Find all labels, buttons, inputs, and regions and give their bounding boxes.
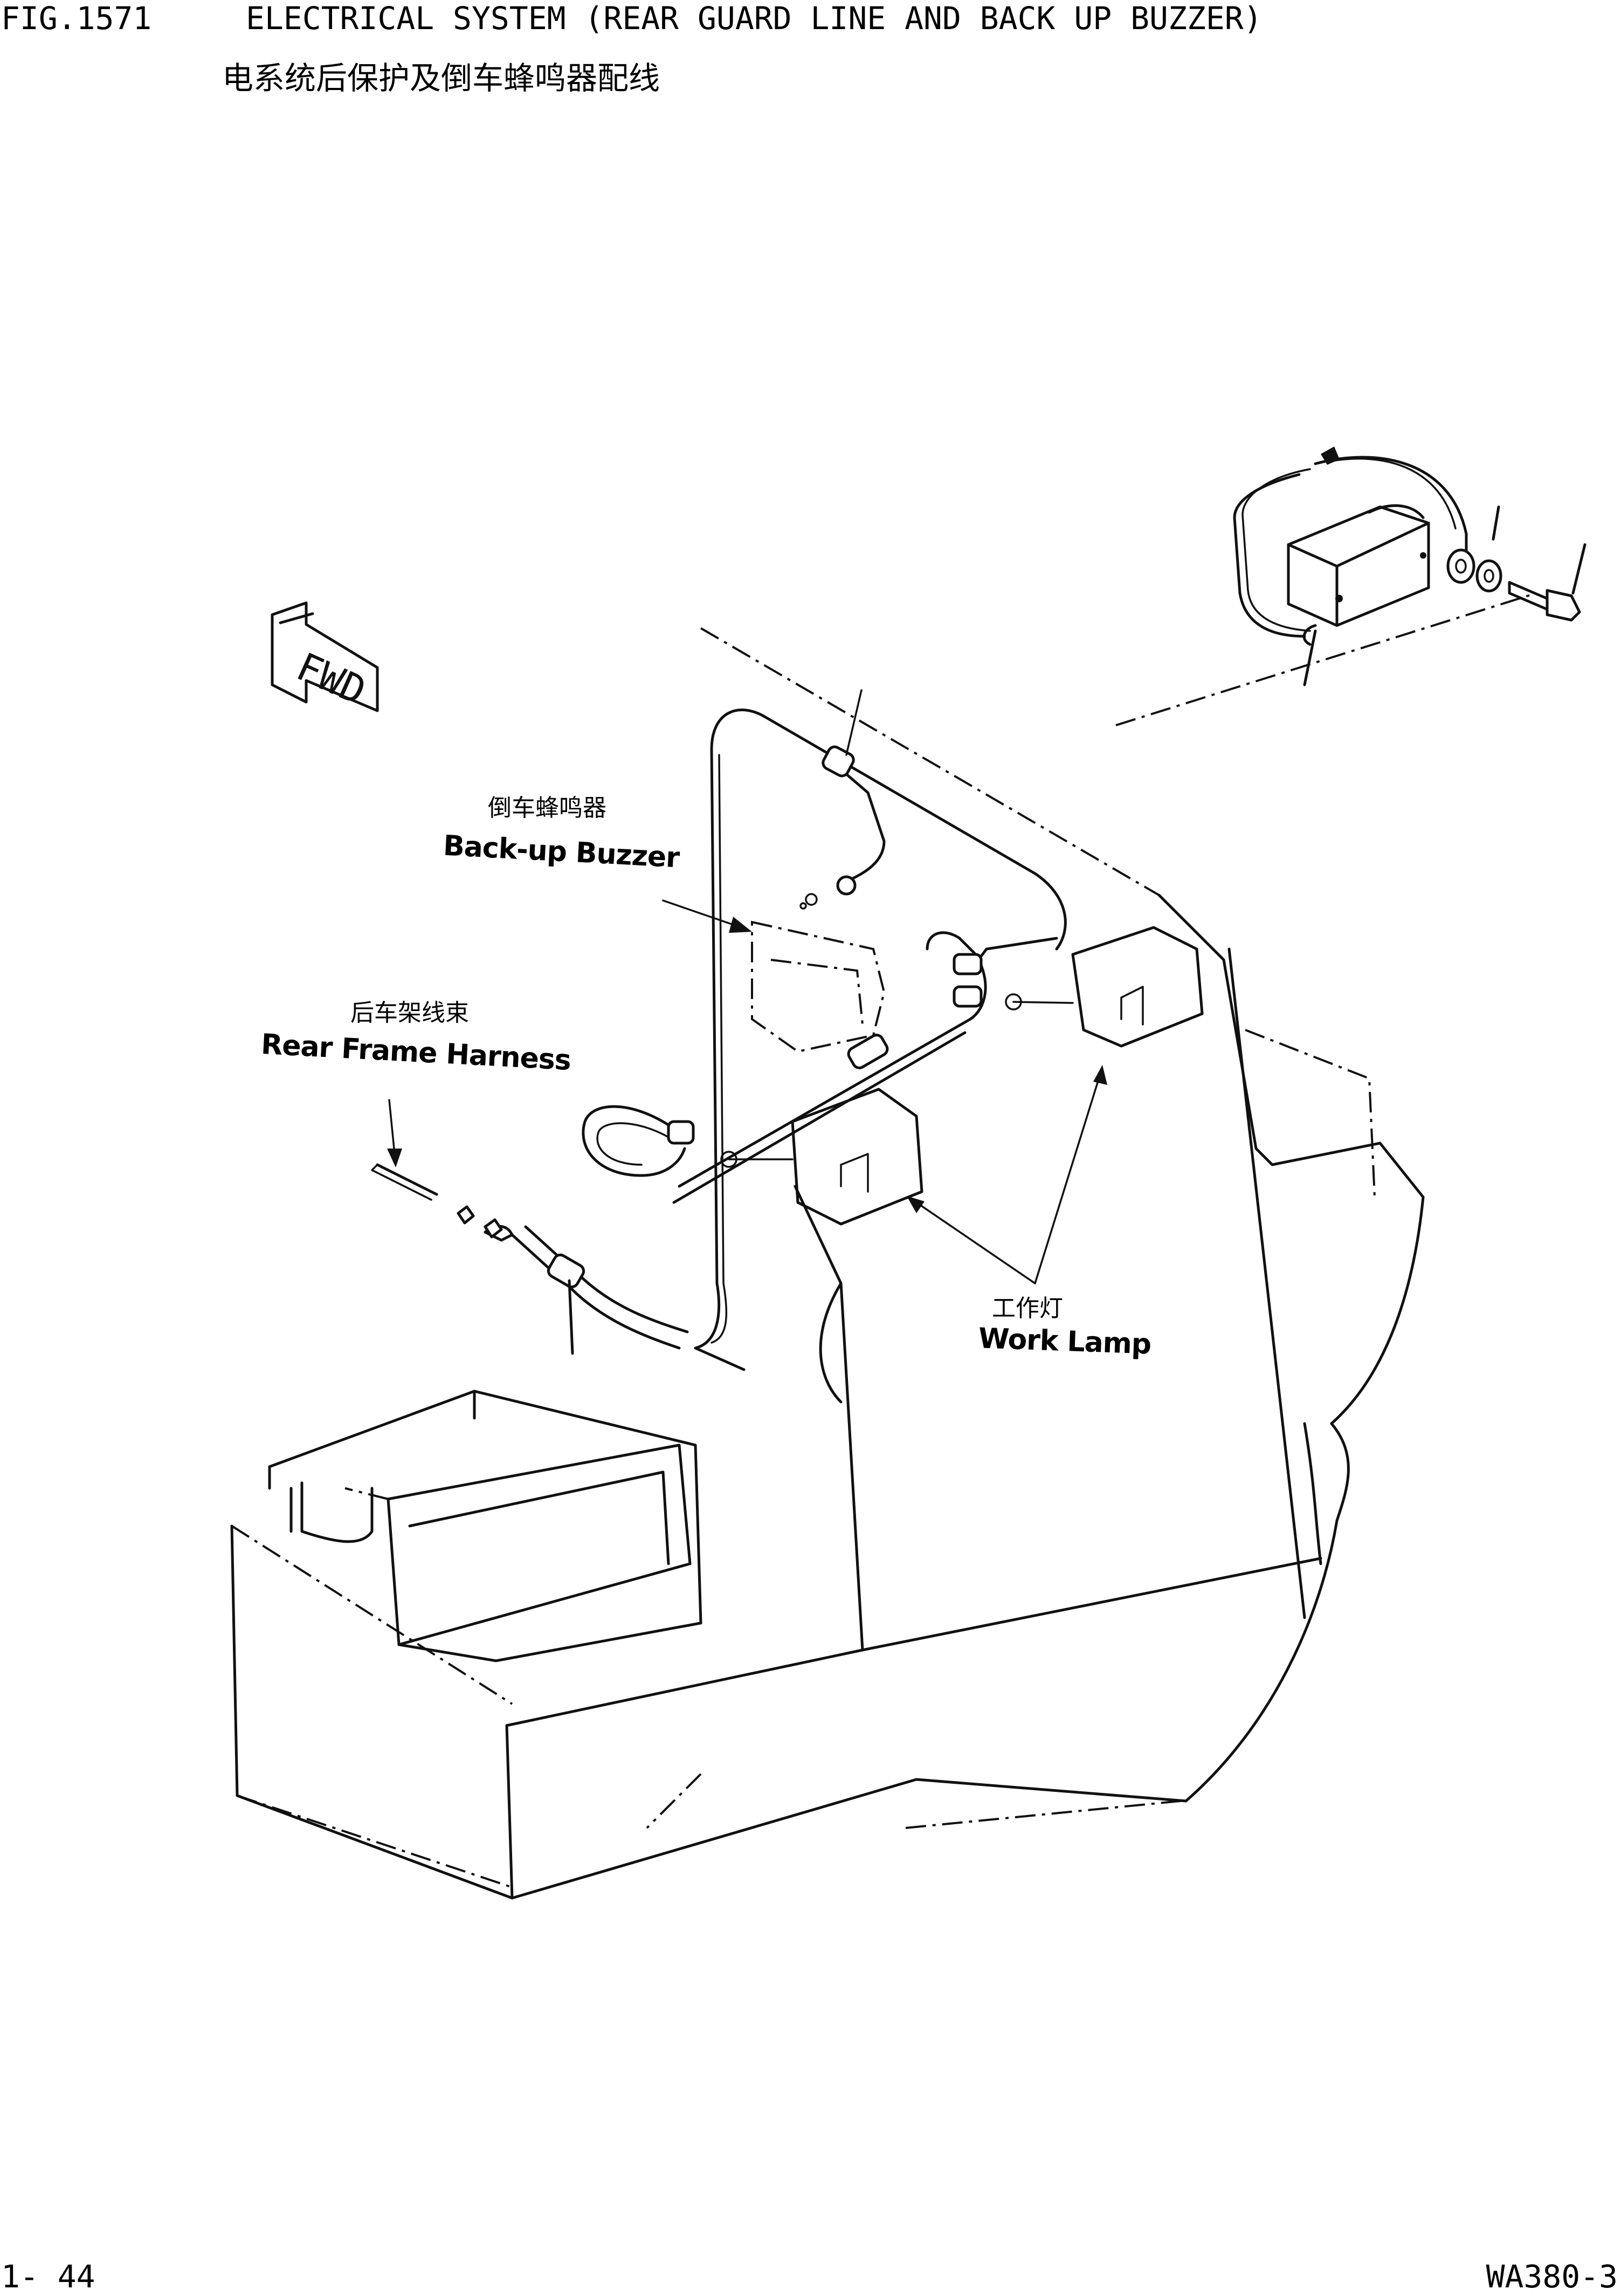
backup-buzzer-label-cn: 倒车蜂鸣器	[488, 794, 606, 822]
model-code: WA380-3	[1486, 2258, 1618, 2295]
work-lamp-label-en: Work Lamp	[978, 1322, 1152, 1361]
rear-frame-harness	[371, 709, 1067, 1371]
machine-rear-frame	[230, 592, 1537, 1900]
backup-buzzer-exploded	[1233, 446, 1586, 686]
work-lamp-left	[720, 1088, 923, 1226]
work-lamp-right	[1005, 926, 1204, 1048]
page-number: 1- 44	[1, 2258, 95, 2295]
leader-lines	[387, 689, 1107, 1284]
figure-title: FIG.1571 ELECTRICAL SYSTEM (REAR GUARD L…	[1, 0, 1263, 37]
figure-subtitle: 电系统后保护及倒车蜂鸣器配线	[222, 60, 660, 97]
forward-arrow-icon: FWD	[271, 601, 379, 713]
work-lamp-label-cn: 工作灯	[992, 1295, 1063, 1322]
backup-buzzer-mounted	[751, 893, 886, 1053]
rear-frame-harness-label-cn: 后车架线束	[350, 999, 469, 1027]
